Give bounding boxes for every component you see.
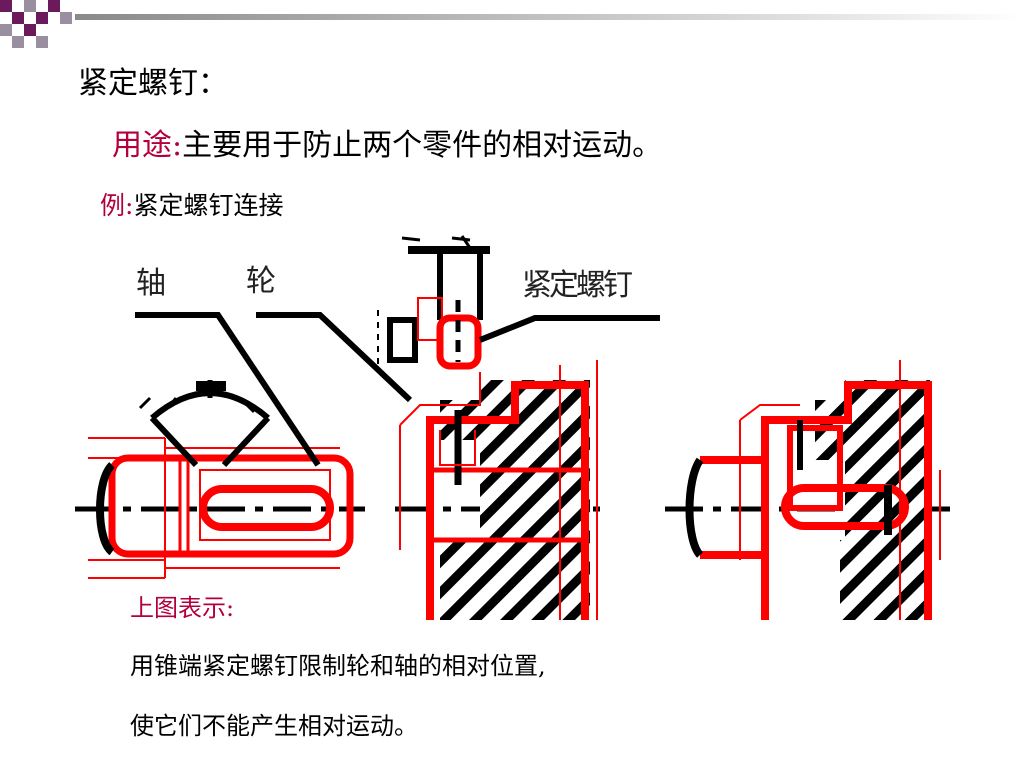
wheel-section-right — [685, 360, 941, 620]
leader-lines — [135, 312, 660, 467]
usage-line: 用途:主要用于防止两个零件的相对运动。 — [112, 120, 662, 164]
caption-line-1: 用锥端紧定螺钉限制轮和轴的相对位置, — [130, 652, 546, 680]
title-bar-line — [75, 14, 1024, 20]
label-wheel: 轮 — [246, 264, 276, 299]
slide-title: 紧定螺钉： — [78, 66, 228, 101]
example-label: 例: — [100, 191, 134, 220]
usage-label: 用途: — [112, 128, 183, 163]
corner-decoration — [0, 0, 72, 48]
example-line: 例:紧定螺钉连接 — [100, 186, 283, 222]
example-text: 紧定螺钉连接 — [133, 191, 284, 220]
label-shaft: 轴 — [136, 266, 166, 301]
wheel-section-middle — [399, 360, 598, 620]
set-screw-middle — [377, 235, 490, 370]
label-set-screw: 紧定螺钉 — [522, 268, 633, 303]
usage-text: 主要用于防止两个零件的相对运动。 — [182, 128, 663, 163]
caption-heading: 上图表示: — [130, 594, 235, 622]
caption-line-2: 使它们不能产生相对运动。 — [130, 712, 418, 740]
set-screw-top-view — [138, 380, 271, 468]
